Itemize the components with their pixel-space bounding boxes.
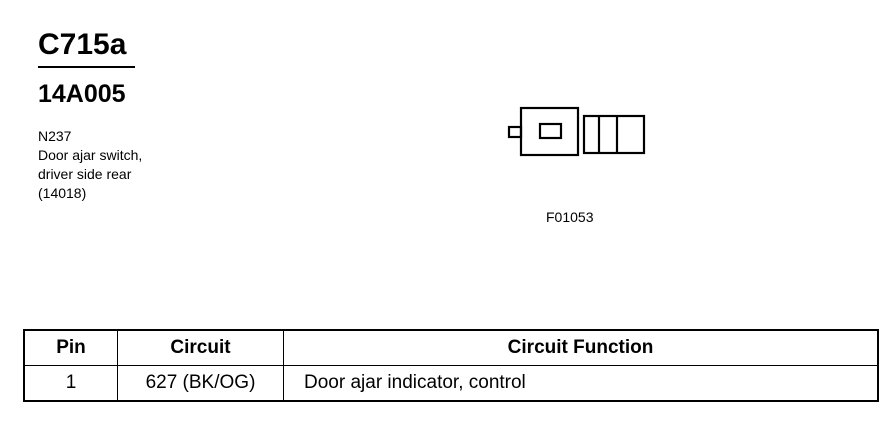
component-base-number: (14018) bbox=[38, 185, 87, 201]
connector-latch-tab bbox=[507, 125, 523, 139]
component-code: N237 bbox=[38, 128, 72, 144]
table-header-row: Pin Circuit Circuit Function bbox=[23, 329, 879, 366]
connector-id: C715a bbox=[38, 28, 127, 61]
part-number: 14A005 bbox=[38, 80, 126, 108]
component-name-line-2: driver side rear bbox=[38, 166, 132, 182]
pin-number: 1 bbox=[23, 365, 118, 402]
component-name-line-1: Door ajar switch, bbox=[38, 147, 143, 163]
connector-body bbox=[519, 106, 580, 157]
circuit-code: 627 (BK/OG) bbox=[117, 365, 284, 402]
pin-table: Pin Circuit Circuit Function 1 627 (BK/O… bbox=[23, 329, 879, 402]
connector-face-diagram bbox=[507, 106, 646, 157]
circuit-function: Door ajar indicator, control bbox=[283, 365, 879, 402]
figure-code: F01053 bbox=[546, 209, 594, 225]
header-pin: Pin bbox=[23, 329, 118, 366]
component-description: N237 Door ajar switch, driver side rear … bbox=[38, 127, 142, 203]
header-circuit-function: Circuit Function bbox=[283, 329, 879, 366]
header-circuit: Circuit bbox=[117, 329, 284, 366]
connector-pin-cavity bbox=[538, 122, 563, 140]
title-underline bbox=[38, 66, 135, 68]
connector-terminal-block bbox=[582, 114, 646, 155]
table-row: 1 627 (BK/OG) Door ajar indicator, contr… bbox=[23, 365, 879, 402]
